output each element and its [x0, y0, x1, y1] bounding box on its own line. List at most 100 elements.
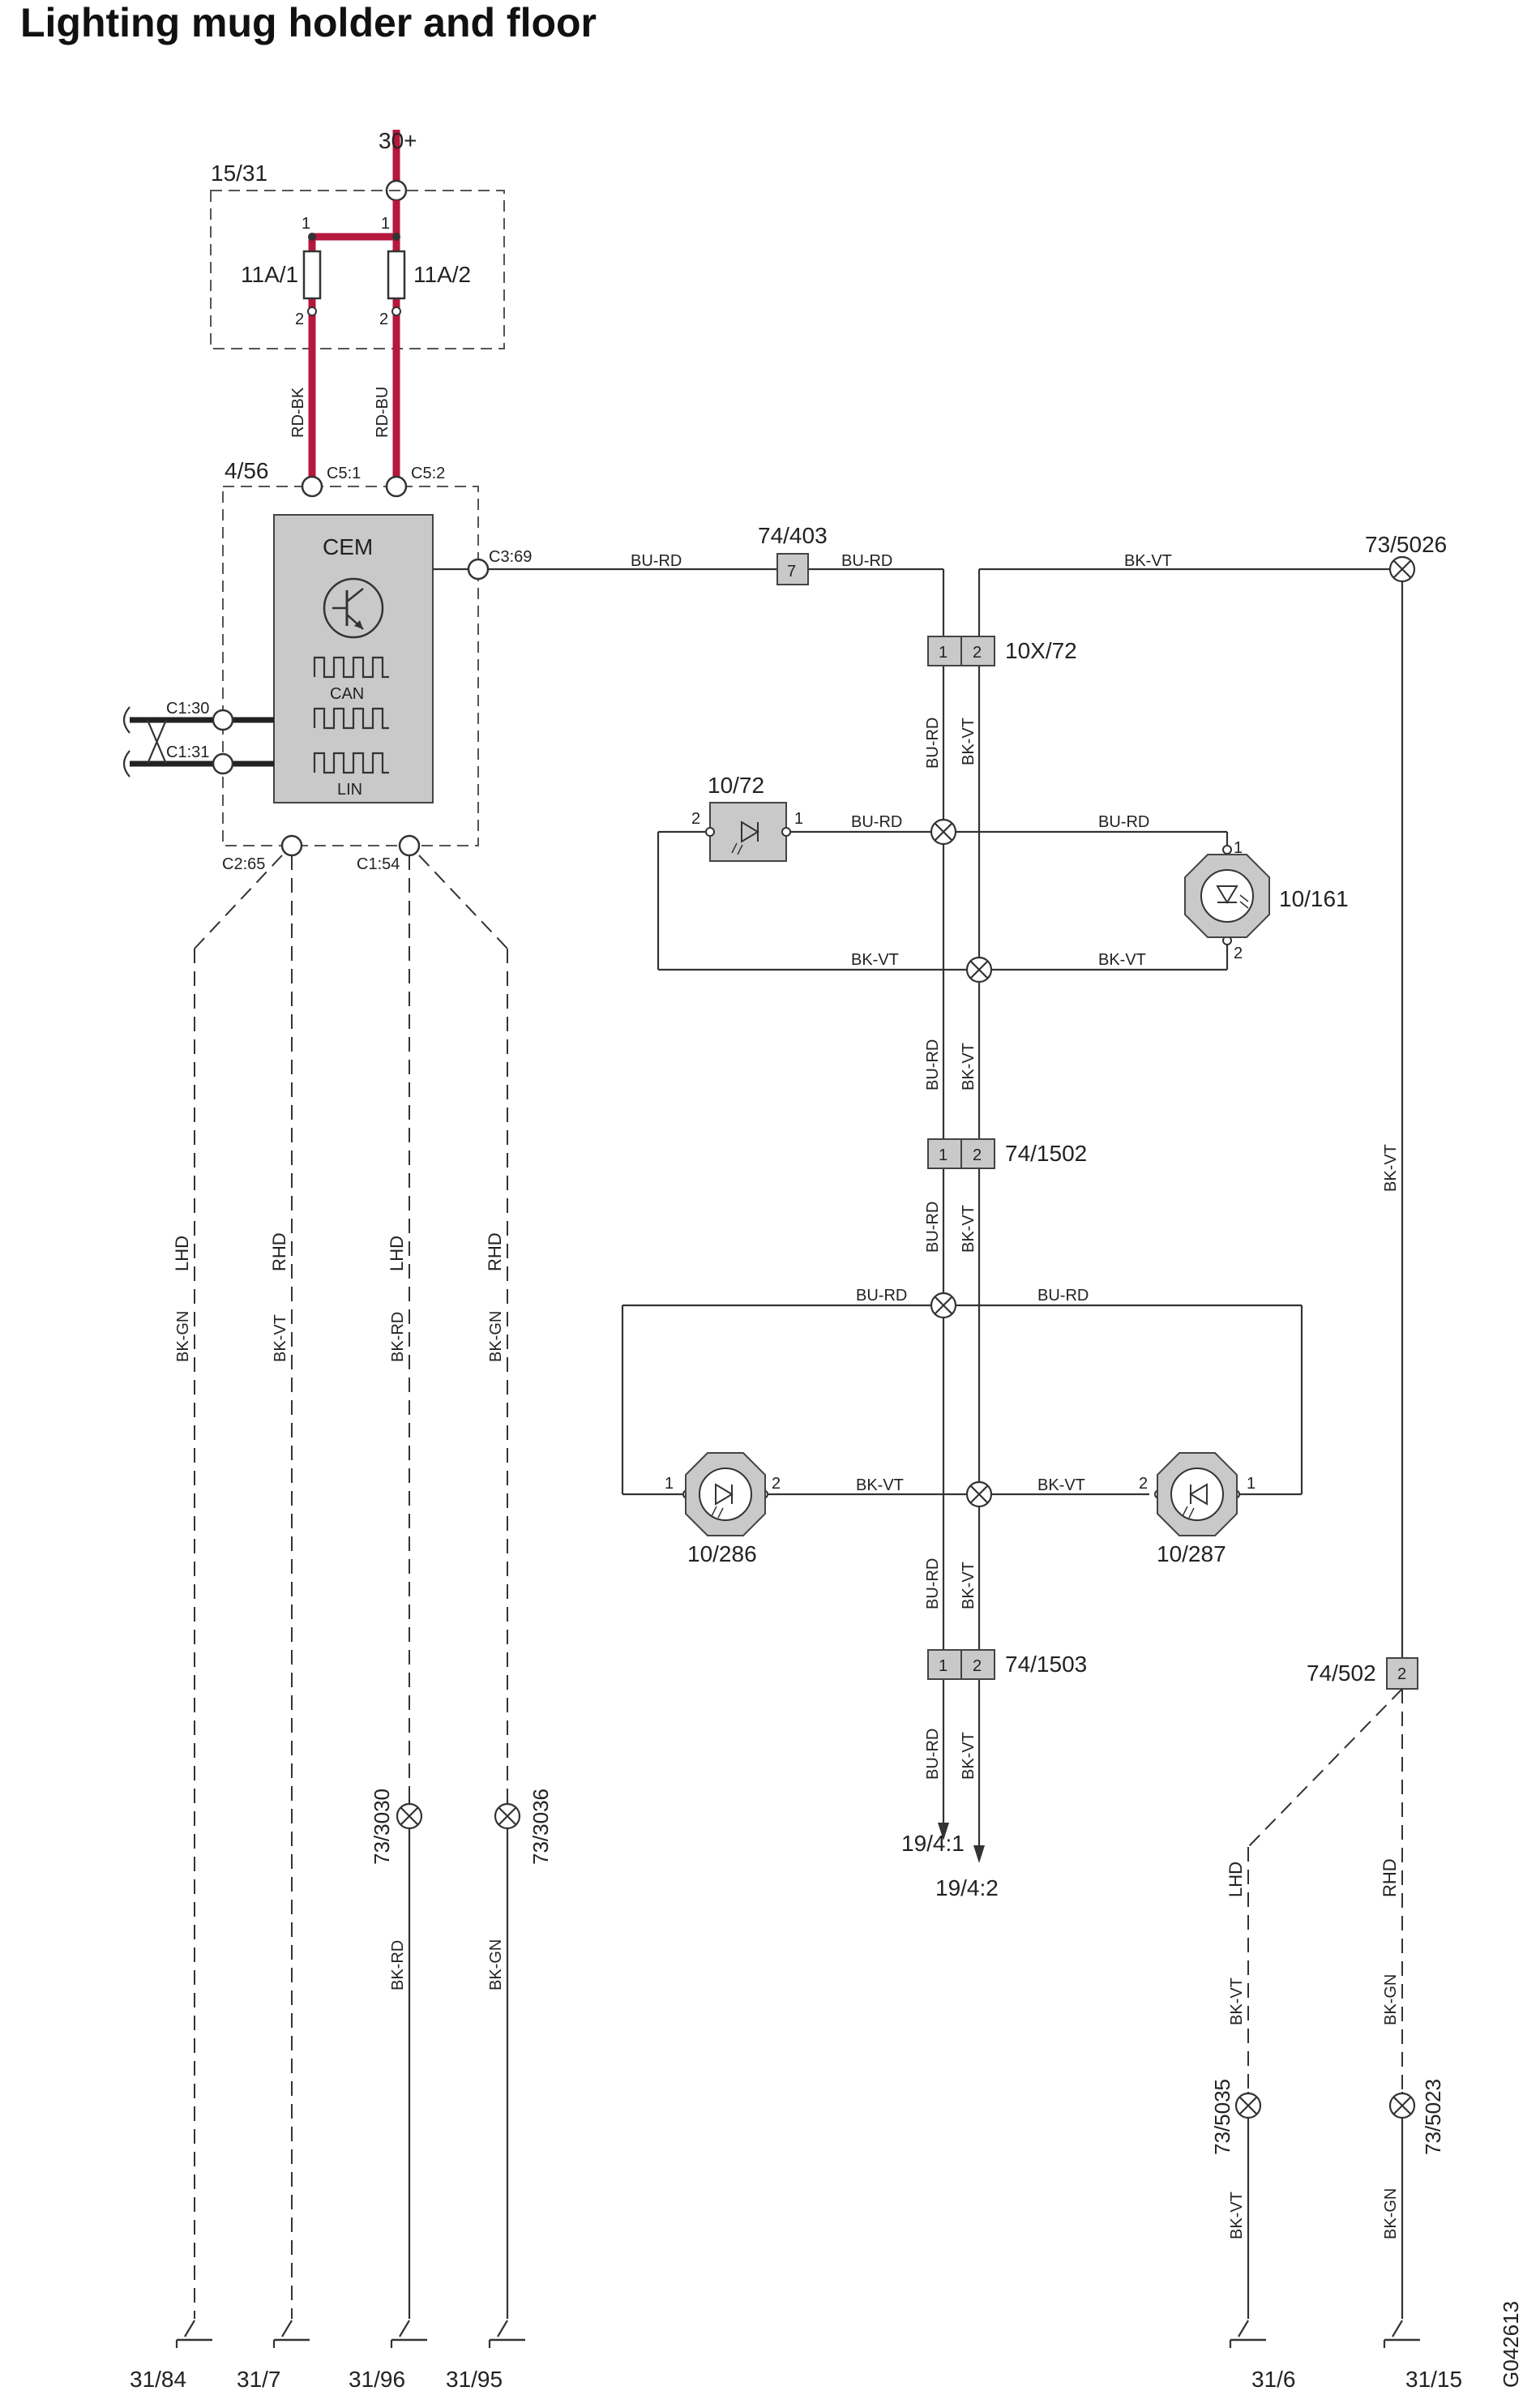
wire-bu-rd-label-2: BU-RD — [841, 552, 892, 570]
lamp-10-286-pin1: 1 — [665, 1475, 674, 1493]
splice-73-3030 — [396, 1802, 423, 1830]
cem-ref-label: 4/56 — [225, 458, 269, 483]
connector-74-1502-pin1: 1 — [939, 1146, 948, 1164]
wire-rd-bk-label: RD-BK — [289, 387, 307, 438]
wire-bu-rd-v4: BU-RD — [924, 1558, 942, 1609]
pin-c2-65-label: C2:65 — [222, 855, 265, 873]
ground-31-6-icon — [1229, 2319, 1268, 2350]
bk-rd-label-1: BK-RD — [389, 1312, 407, 1362]
splice-73-5023-label: 73/5023 — [1421, 2079, 1445, 2155]
connector-74-1503-label: 74/1503 — [1005, 1652, 1087, 1677]
bk-vt-label-r1: BK-VT — [1228, 1977, 1246, 2025]
wire-bu-rd-v5: BU-RD — [924, 1729, 942, 1780]
bk-gn-label-1: BK-GN — [174, 1311, 192, 1362]
splice-73-5035 — [1234, 2092, 1262, 2119]
connector-74-403-pin: 7 — [787, 563, 796, 581]
pin-c1-31 — [212, 752, 234, 775]
wire-bk-vt-h5: BK-VT — [1037, 1476, 1085, 1494]
cem-module: 4/56 CEM CAN LIN C5:1 C5:2 C3:69 C1:30 C… — [122, 458, 532, 873]
ground-31-96-label: 31/96 — [349, 2367, 405, 2392]
wire-bu-rd-v2: BU-RD — [924, 1039, 942, 1090]
splice-73-3036 — [494, 1802, 521, 1830]
lamp-10-72 — [705, 802, 791, 862]
bk-vt-label-r2: BK-VT — [1228, 2192, 1246, 2239]
rhd-label-2: RHD — [485, 1232, 505, 1271]
connector-10x72-pin2: 2 — [973, 644, 982, 662]
left-ground-branches: LHD BK-GN RHD BK-VT LHD BK-RD RHD BK-GN … — [130, 855, 553, 2392]
rhd-label-3: RHD — [1380, 1858, 1400, 1897]
lhd-label-1: LHD — [172, 1236, 192, 1271]
pin-c5-1 — [301, 475, 323, 498]
fuse2-pin1: 1 — [381, 215, 390, 233]
lin-label: LIN — [337, 781, 362, 799]
fuse-11a1-label: 11A/1 — [241, 262, 298, 287]
wire-bk-vt-v2: BK-VT — [960, 1043, 977, 1090]
wire-bk-vt-label-1: BK-VT — [1124, 552, 1172, 570]
ground-31-6-label: 31/6 — [1251, 2367, 1296, 2392]
fuse1-pin1: 1 — [302, 215, 310, 233]
fuse-11a1 — [302, 250, 322, 300]
bk-gn-label-r2: BK-GN — [1382, 2188, 1400, 2239]
lamp-10-287-pin1: 1 — [1247, 1475, 1256, 1493]
wire-bu-rd-v3: BU-RD — [924, 1202, 942, 1253]
lamp-10-286-pin2: 2 — [772, 1475, 781, 1493]
pin-c5-2-label: C5:2 — [411, 465, 445, 482]
fuse-11a2 — [387, 250, 406, 300]
can-pulse-icon — [313, 656, 389, 679]
lamp-10-286-label: 10/286 — [687, 1541, 757, 1566]
lamp-10-161 — [1184, 845, 1270, 945]
lamp-10-161-pin2: 2 — [1234, 945, 1243, 962]
wire-bu-rd-h4: BU-RD — [856, 1287, 907, 1305]
bk-gn-label-3: BK-GN — [487, 1939, 505, 1990]
can-pulse-icon-2 — [313, 707, 389, 730]
connector-74-1502-pin2: 2 — [973, 1146, 982, 1164]
splice-73-3036-label: 73/3036 — [528, 1789, 553, 1865]
connector-74-1503-pin1: 1 — [939, 1657, 948, 1675]
drawing-id: G042613 — [1499, 2301, 1523, 2388]
ground-31-96-icon — [390, 2319, 429, 2350]
splice-73-5026 — [1388, 555, 1416, 583]
wire-bk-vt-v3: BK-VT — [960, 1205, 977, 1253]
wire-bu-rd-h3: BU-RD — [1098, 813, 1149, 831]
ground-31-15-icon — [1383, 2319, 1422, 2350]
connector-10x72-pin1: 1 — [939, 644, 948, 662]
connector-74-1503-pin2: 2 — [973, 1657, 982, 1675]
ground-31-95-label: 31/95 — [446, 2367, 503, 2392]
rhd-label-1: RHD — [269, 1232, 289, 1271]
pin-c1-30 — [212, 709, 234, 731]
connector-74-403-label: 74/403 — [758, 523, 828, 548]
lamp-10-161-pin1: 1 — [1234, 839, 1243, 857]
splice-73-3030-label: 73/3030 — [370, 1789, 394, 1865]
pin-c3-69-label: C3:69 — [489, 548, 532, 566]
output-19-4-1-label: 19/4:1 — [901, 1831, 965, 1856]
splice-bkvt-2 — [965, 1480, 993, 1508]
pin-c5-2 — [385, 475, 408, 498]
bk-gn-label-2: BK-GN — [487, 1311, 505, 1362]
lamp-10-287-pin2: 2 — [1139, 1475, 1148, 1493]
ground-31-95-icon — [488, 2319, 527, 2350]
wire-bk-vt-v6: BK-VT — [1382, 1144, 1400, 1192]
diagram-title: Lighting mug holder and floor — [20, 0, 597, 45]
pin-c5-1-label: C5:1 — [327, 465, 361, 482]
ground-31-84-icon — [175, 2319, 214, 2350]
ground-31-7-label: 31/7 — [237, 2367, 281, 2392]
fuse-box-label: 15/31 — [211, 161, 267, 186]
lhd-label-2: LHD — [387, 1236, 407, 1271]
wire-bk-vt-h2: BK-VT — [851, 951, 899, 969]
output-19-4-2-label: 19/4:2 — [935, 1875, 999, 1900]
splice-73-5026-label: 73/5026 — [1365, 532, 1447, 557]
wire-bk-vt-h3: BK-VT — [1098, 951, 1146, 969]
bk-gn-label-r1: BK-GN — [1382, 1974, 1400, 2025]
splice-bkvt-1 — [965, 956, 993, 983]
splice-73-5035-label: 73/5035 — [1210, 2079, 1234, 2155]
fuse-section: 30+ 15/31 11A/1 11A/2 1 1 2 2 RD-BK RD-B… — [210, 128, 505, 486]
ground-31-7-icon — [272, 2319, 311, 2350]
lamp-10-72-pin2: 2 — [691, 810, 700, 828]
arrow-19-4-1 — [938, 1823, 949, 1840]
arrow-19-4-2 — [973, 1845, 985, 1863]
wire-bk-vt-v5: BK-VT — [960, 1732, 977, 1780]
fuse-11a2-label: 11A/2 — [413, 262, 471, 287]
fuse2-pin2: 2 — [379, 311, 388, 328]
lhd-label-3: LHD — [1226, 1862, 1246, 1897]
